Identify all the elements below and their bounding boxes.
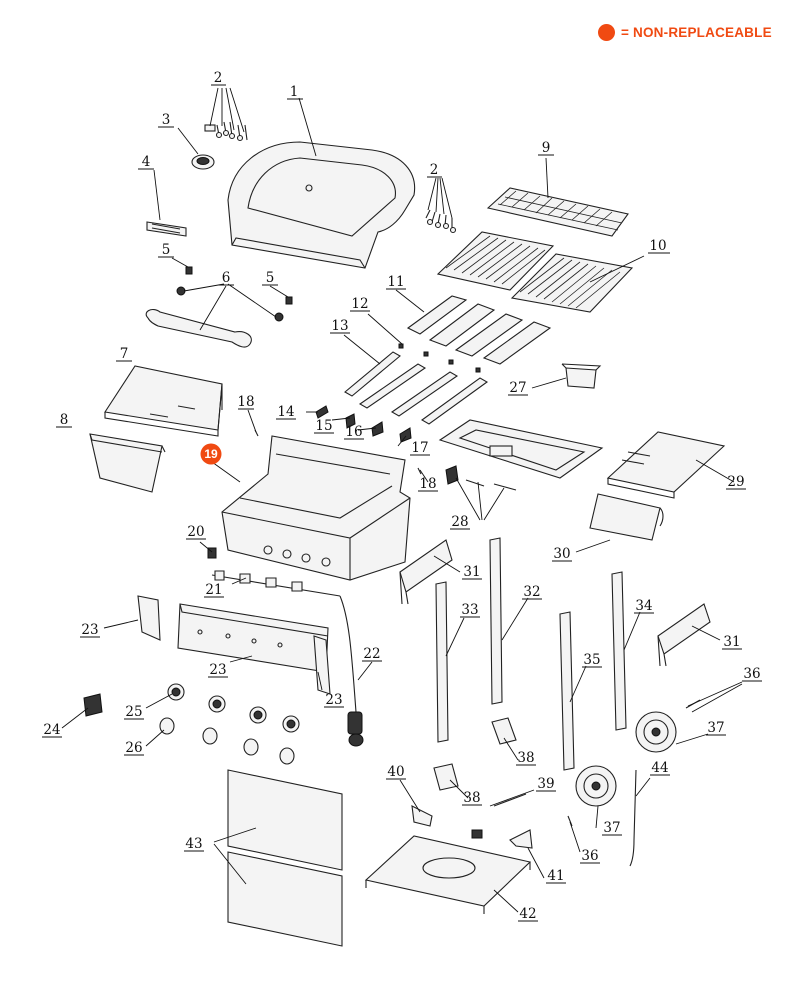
part-bottom-shelf bbox=[364, 835, 532, 914]
part-badge-plate bbox=[146, 221, 187, 237]
callout-23: 23 bbox=[81, 622, 98, 638]
part-doors bbox=[227, 769, 343, 947]
callout-2: 2 bbox=[214, 70, 223, 86]
callout-31: 31 bbox=[463, 564, 480, 580]
callout-39: 39 bbox=[537, 776, 554, 792]
callout-23: 23 bbox=[209, 662, 226, 678]
callout-28: 28 bbox=[451, 514, 468, 530]
callout-1: 1 bbox=[290, 84, 299, 100]
callout-4: 4 bbox=[142, 154, 151, 170]
non-replaceable-marker-icon bbox=[598, 23, 615, 41]
non-replaceable-badge bbox=[200, 443, 222, 465]
part-firebox bbox=[221, 435, 411, 581]
callout-5: 5 bbox=[162, 242, 171, 258]
part-rod bbox=[629, 769, 637, 867]
part-left-shelf-bracket bbox=[89, 433, 166, 493]
part-warming-rack bbox=[486, 187, 629, 237]
part-cooking-grates bbox=[436, 231, 634, 313]
callout-22: 22 bbox=[363, 646, 380, 662]
part-gas-hose bbox=[339, 595, 364, 747]
callout-44: 44 bbox=[651, 760, 668, 776]
callout-37: 37 bbox=[603, 820, 620, 836]
part-igniter-pieces bbox=[254, 405, 422, 475]
part-braces bbox=[411, 793, 533, 849]
callout-9: 9 bbox=[542, 140, 551, 156]
callout-14: 14 bbox=[277, 404, 294, 420]
callout-42: 42 bbox=[519, 906, 536, 922]
callout-23: 23 bbox=[325, 692, 342, 708]
callout-12: 12 bbox=[351, 296, 368, 312]
callout-7: 7 bbox=[120, 346, 129, 362]
callout-20: 20 bbox=[187, 524, 204, 540]
callout-labels: 1 2 2 3 4 5 5 6 7 8 9 10 11 12 13 14 15 … bbox=[43, 70, 760, 922]
part-clips bbox=[398, 343, 481, 373]
callout-37: 37 bbox=[707, 720, 724, 736]
callout-15: 15 bbox=[315, 418, 332, 434]
callout-11: 11 bbox=[387, 274, 404, 290]
callout-26: 26 bbox=[125, 740, 142, 756]
callout-32: 32 bbox=[523, 584, 540, 600]
callout-16: 16 bbox=[345, 424, 362, 440]
part-grease-cup bbox=[561, 363, 602, 389]
leader-lines bbox=[61, 87, 743, 913]
callout-33: 33 bbox=[461, 602, 478, 618]
callout-18: 18 bbox=[419, 476, 436, 492]
part-grease-tray bbox=[438, 419, 604, 491]
callout-8: 8 bbox=[60, 412, 69, 428]
callout-13: 13 bbox=[331, 318, 348, 334]
callout-21: 21 bbox=[205, 582, 222, 598]
callout-40: 40 bbox=[387, 764, 404, 780]
part-cart-brackets bbox=[399, 539, 711, 667]
callout-43: 43 bbox=[185, 836, 202, 852]
callout-38: 38 bbox=[463, 790, 480, 806]
callout-29: 29 bbox=[727, 474, 744, 490]
callout-17: 17 bbox=[411, 440, 428, 456]
part-cart-legs bbox=[435, 537, 627, 771]
part-thermometer bbox=[191, 154, 215, 170]
part-handle bbox=[145, 286, 284, 348]
callout-10: 10 bbox=[649, 238, 666, 254]
callout-6: 6 bbox=[222, 270, 231, 286]
callout-38: 38 bbox=[517, 750, 534, 766]
part-wheels bbox=[567, 699, 701, 827]
part-lid bbox=[227, 141, 416, 269]
callout-24: 24 bbox=[43, 722, 60, 738]
part-small-screws bbox=[185, 266, 293, 305]
part-left-shelf bbox=[104, 365, 223, 437]
callout-31: 31 bbox=[723, 634, 740, 650]
part-right-shelf-bracket bbox=[589, 493, 664, 541]
part-control-panel bbox=[137, 595, 331, 695]
callout-36: 36 bbox=[581, 848, 598, 864]
callout-19: 19 bbox=[204, 447, 218, 461]
callout-18: 18 bbox=[237, 394, 254, 410]
callout-27: 27 bbox=[509, 380, 526, 396]
part-leg-feet bbox=[433, 717, 517, 791]
callout-35: 35 bbox=[583, 652, 600, 668]
part-screws bbox=[204, 121, 457, 234]
callout-41: 41 bbox=[547, 868, 564, 884]
legend-label: = NON-REPLACEABLE bbox=[621, 24, 772, 40]
callout-25: 25 bbox=[125, 704, 142, 720]
part-right-shelf bbox=[606, 431, 726, 499]
part-knobs bbox=[159, 683, 300, 765]
callout-30: 30 bbox=[553, 546, 570, 562]
callout-underlines bbox=[42, 84, 762, 922]
callout-34: 34 bbox=[635, 598, 652, 614]
callout-2: 2 bbox=[430, 162, 439, 178]
callout-36: 36 bbox=[743, 666, 760, 682]
part-burners bbox=[344, 351, 489, 425]
legend: = NON-REPLACEABLE bbox=[598, 20, 772, 44]
callout-5: 5 bbox=[266, 270, 275, 286]
callout-3: 3 bbox=[162, 112, 171, 128]
part-flame-tamers bbox=[406, 295, 552, 365]
part-igniter-button bbox=[83, 693, 103, 717]
